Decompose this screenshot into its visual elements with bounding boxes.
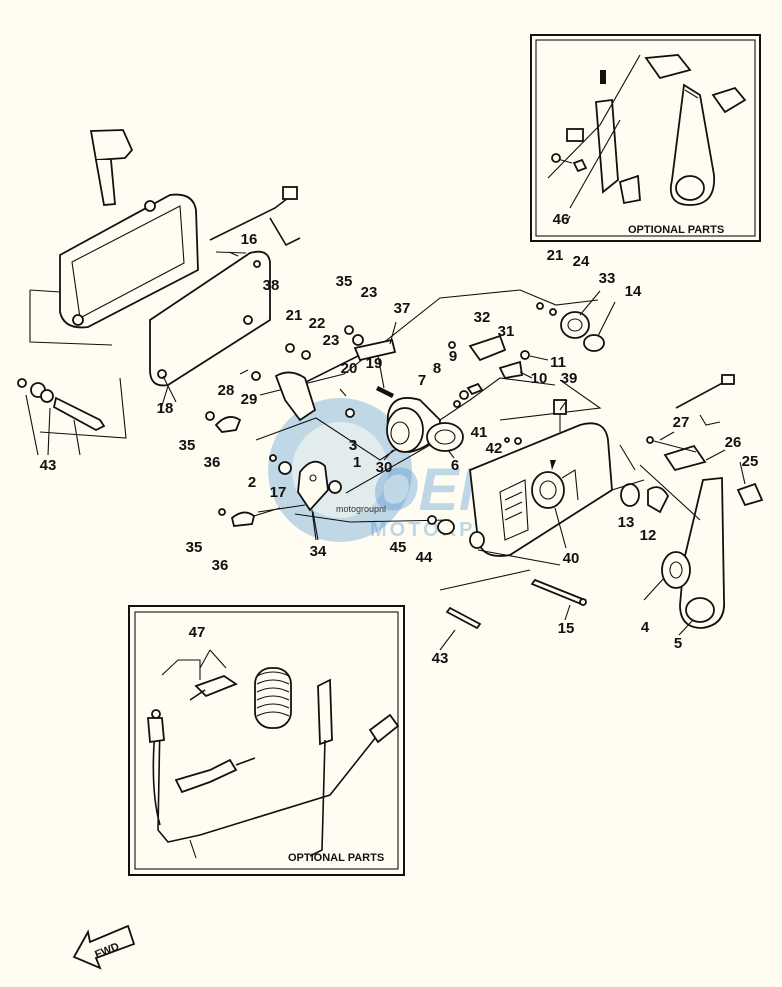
callout-c23b: 23 bbox=[323, 332, 340, 349]
callout-c4: 4 bbox=[641, 619, 650, 636]
callout-c28: 28 bbox=[218, 382, 235, 399]
callout-c22: 22 bbox=[309, 315, 326, 332]
callout-c47: 47 bbox=[189, 624, 206, 641]
callout-c26: 26 bbox=[725, 434, 742, 451]
callout-c36b: 36 bbox=[212, 557, 229, 574]
optional-box-top: OPTIONAL PARTS bbox=[530, 34, 761, 242]
optional-parts-top-label: OPTIONAL PARTS bbox=[628, 224, 724, 236]
callout-c43a: 43 bbox=[40, 457, 57, 474]
control-box-assembly bbox=[17, 129, 301, 456]
leader-lines bbox=[162, 251, 746, 669]
callout-c38: 38 bbox=[263, 277, 280, 294]
callout-c45: 45 bbox=[390, 539, 407, 556]
callout-c17: 17 bbox=[270, 484, 287, 501]
callout-c1: 1 bbox=[353, 454, 361, 471]
callout-c32: 32 bbox=[474, 309, 491, 326]
callout-c19: 19 bbox=[366, 355, 383, 372]
coil bbox=[254, 667, 292, 729]
callout-c24: 24 bbox=[573, 253, 590, 270]
callout-c36a: 36 bbox=[204, 454, 221, 471]
callout-c13: 13 bbox=[618, 514, 635, 531]
callout-c2: 2 bbox=[248, 474, 256, 491]
callout-c27: 27 bbox=[673, 414, 690, 431]
callout-c11: 11 bbox=[550, 354, 566, 371]
callout-c41: 41 bbox=[471, 424, 488, 441]
callout-c7: 7 bbox=[418, 372, 426, 389]
callout-c42: 42 bbox=[486, 440, 503, 457]
fwd-arrow-icon: FWD bbox=[72, 924, 136, 970]
callout-c37: 37 bbox=[394, 300, 411, 317]
shift-mechanism bbox=[205, 289, 605, 541]
callout-c44: 44 bbox=[416, 549, 433, 566]
callout-c39: 39 bbox=[561, 370, 578, 387]
callout-c9: 9 bbox=[449, 348, 457, 365]
callout-c8: 8 bbox=[433, 360, 441, 377]
callout-c29: 29 bbox=[241, 391, 258, 408]
callout-c43b: 43 bbox=[432, 650, 449, 667]
callout-c30: 30 bbox=[376, 459, 393, 476]
callout-c15: 15 bbox=[558, 620, 575, 637]
callout-c10: 10 bbox=[531, 370, 548, 387]
optional-parts-bottom-label: OPTIONAL PARTS bbox=[288, 852, 384, 864]
callout-c18: 18 bbox=[157, 400, 174, 417]
callout-c3: 3 bbox=[349, 437, 357, 454]
callout-c35b: 35 bbox=[179, 437, 196, 454]
callout-c21b: 21 bbox=[547, 247, 564, 264]
callout-c21a: 21 bbox=[286, 307, 303, 324]
callout-c14: 14 bbox=[625, 283, 642, 300]
main-housing bbox=[427, 399, 613, 630]
optional-box-bottom: OPTIONAL PARTS bbox=[128, 605, 405, 876]
callout-c40: 40 bbox=[563, 550, 580, 567]
callout-c5: 5 bbox=[674, 635, 682, 652]
callout-c34: 34 bbox=[310, 543, 327, 560]
callout-c23a: 23 bbox=[361, 284, 378, 301]
callout-c35a: 35 bbox=[336, 273, 353, 290]
callout-c20: 20 bbox=[341, 360, 358, 377]
callout-c12: 12 bbox=[640, 527, 657, 544]
watermark-small: motogroupnl bbox=[336, 504, 386, 514]
callout-c33: 33 bbox=[599, 270, 616, 287]
right-lever-assembly bbox=[611, 374, 764, 629]
callout-c35c: 35 bbox=[186, 539, 203, 556]
callout-c6: 6 bbox=[451, 457, 459, 474]
callout-c31: 31 bbox=[498, 323, 515, 340]
callout-numbers: 1234567891011121314151617181920212122232… bbox=[40, 211, 759, 667]
callout-c16: 16 bbox=[241, 231, 258, 248]
callout-c46: 46 bbox=[553, 211, 570, 228]
callout-c25: 25 bbox=[742, 453, 759, 470]
